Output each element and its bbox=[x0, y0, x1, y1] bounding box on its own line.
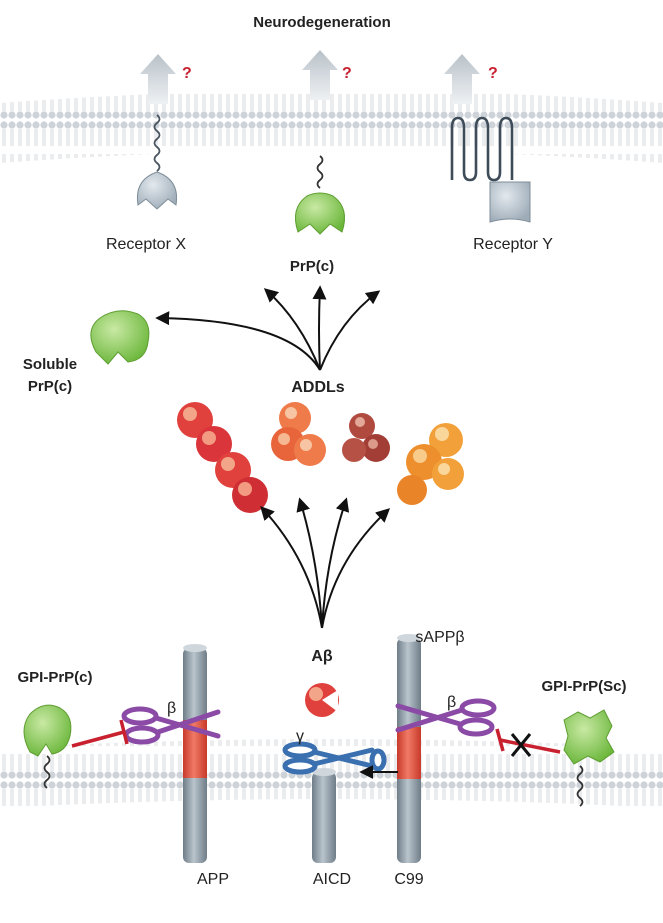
c99-rod bbox=[397, 634, 421, 863]
addls-to-receptors-arrows bbox=[155, 285, 381, 371]
abeta-label: Aβ bbox=[311, 648, 333, 665]
soluble-prp-c-label-line1: Soluble bbox=[23, 356, 77, 373]
receptor-x-icon bbox=[136, 114, 178, 210]
sappb-label: sAPPβ bbox=[415, 629, 464, 646]
prp-c-membrane-icon bbox=[295, 155, 345, 235]
gpi-prp-c-icon bbox=[23, 704, 72, 789]
receptor-x-label: Receptor X bbox=[106, 236, 186, 253]
gamma-secretase-scissors-icon bbox=[282, 741, 387, 775]
receptor-y-icon bbox=[450, 116, 531, 223]
gpi-prp-sc-blocked-inhibition bbox=[495, 728, 561, 757]
aicd-label: AICD bbox=[313, 871, 351, 888]
question-mark-center: ? bbox=[342, 65, 352, 82]
top-membrane bbox=[0, 90, 663, 163]
gpi-prp-sc-icon bbox=[563, 709, 615, 807]
aicd-rod bbox=[312, 768, 336, 863]
addl-oligomer-orange bbox=[271, 402, 326, 466]
up-arrow-center bbox=[302, 50, 338, 100]
soluble-prp-c-label-line2: PrP(c) bbox=[28, 378, 72, 395]
prp-c-label: PrP(c) bbox=[290, 258, 334, 275]
beta-symbol-right: β bbox=[447, 694, 456, 711]
gpi-prp-c-inhibition bbox=[71, 719, 129, 748]
c99-label: C99 bbox=[394, 871, 423, 888]
gamma-symbol: γ bbox=[296, 728, 304, 745]
up-arrow-left bbox=[140, 54, 176, 104]
neurodegeneration-label: Neurodegeneration bbox=[253, 14, 391, 31]
up-arrow-right bbox=[444, 54, 480, 104]
addl-oligomer-red bbox=[177, 402, 268, 513]
app-label: APP bbox=[197, 871, 229, 888]
gpi-prp-sc-label: GPI-PrP(Sc) bbox=[541, 678, 626, 695]
addl-oligomer-brown bbox=[342, 413, 390, 462]
question-mark-right: ? bbox=[488, 65, 498, 82]
app-rod bbox=[183, 644, 207, 863]
soluble-prp-c-icon bbox=[90, 310, 150, 365]
abeta-to-addls-arrows bbox=[260, 497, 391, 629]
question-mark-left: ? bbox=[182, 65, 192, 82]
beta-symbol-left: β bbox=[167, 700, 176, 717]
addls-label: ADDLs bbox=[291, 379, 344, 396]
abeta-monomer-icon bbox=[305, 683, 339, 717]
addl-oligomer-amber bbox=[397, 423, 464, 505]
receptor-y-label: Receptor Y bbox=[473, 236, 553, 253]
gpi-prp-c-label: GPI-PrP(c) bbox=[17, 669, 92, 686]
beta-secretase-scissors-right-icon bbox=[395, 698, 497, 737]
